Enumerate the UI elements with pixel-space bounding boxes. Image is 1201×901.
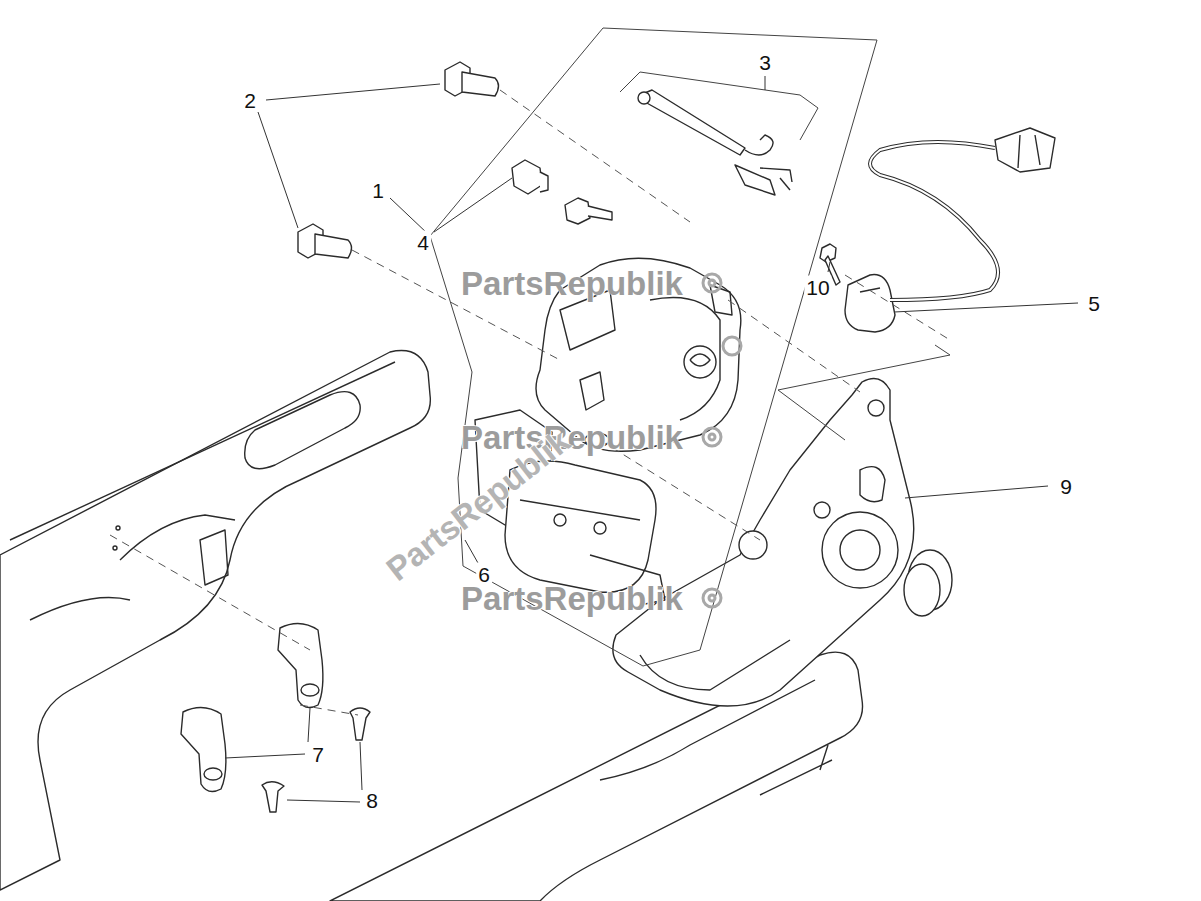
- clip: [278, 623, 323, 707]
- callout-number: 9: [1058, 475, 1074, 498]
- swingarm-lower: [330, 652, 863, 901]
- swingarm: [0, 351, 430, 890]
- fitting: [512, 160, 542, 194]
- callout-number: 7: [310, 743, 326, 766]
- callout-number: 10: [804, 276, 831, 299]
- callout-number: 2: [242, 89, 258, 112]
- connector-plug: [995, 128, 1055, 172]
- callout-number: 1: [370, 179, 386, 202]
- watermark: PartsRepublik: [461, 267, 683, 300]
- screw: [350, 708, 370, 740]
- bleed-screw: [565, 198, 590, 224]
- clip: [181, 707, 226, 791]
- screw: [262, 782, 284, 812]
- wheel-speed-sensor: [845, 275, 895, 332]
- callout-number: 8: [364, 789, 380, 812]
- watermark: PartsRepublik: [461, 582, 683, 615]
- callout-number: 3: [757, 51, 773, 74]
- callout-number: 5: [1086, 292, 1102, 315]
- pad-pin: [640, 90, 745, 155]
- callout-number: 4: [415, 231, 431, 254]
